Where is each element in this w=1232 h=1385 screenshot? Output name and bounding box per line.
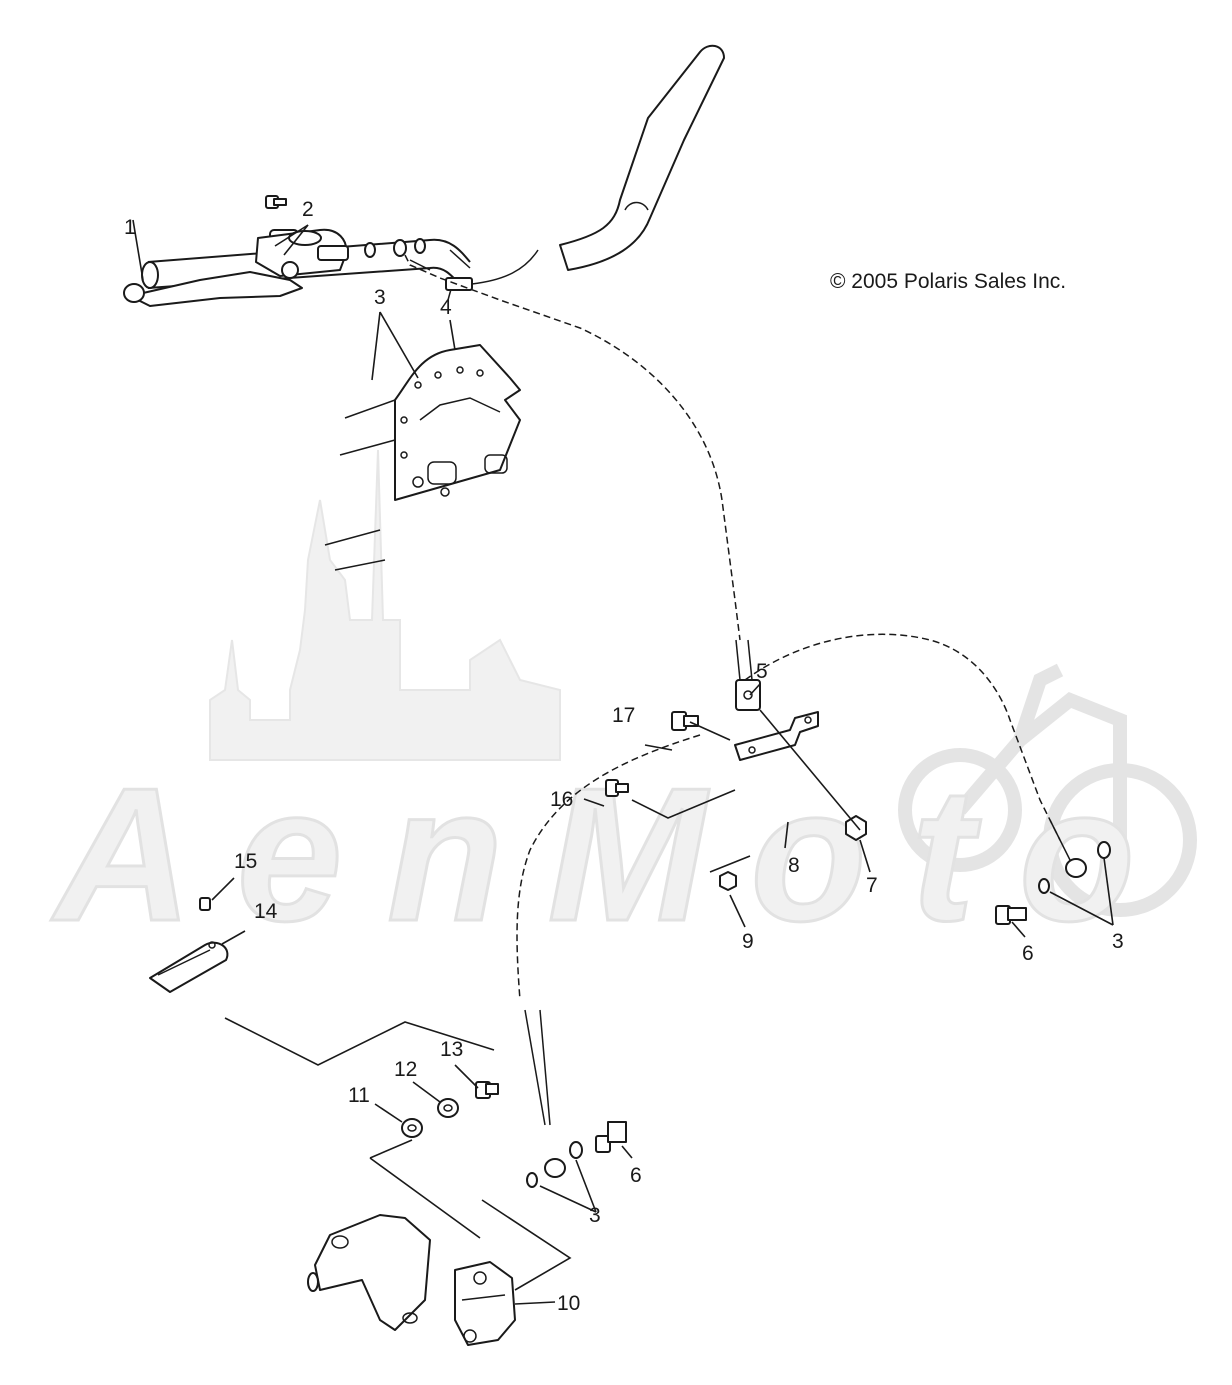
- bolt-part-6-right: [995, 905, 1027, 925]
- callout-3-right: 3: [1112, 930, 1124, 953]
- brake-line-right: [744, 633, 1061, 841]
- brake-line-left: [516, 734, 701, 1001]
- brake-line-right-fitting: [1049, 819, 1071, 861]
- callout-3-top: 3: [374, 286, 386, 309]
- callout-5: 5: [756, 660, 768, 683]
- guard-part-14: [149, 941, 229, 993]
- callout-8: 8: [788, 854, 800, 877]
- callout-1: 1: [124, 216, 136, 239]
- bracket-part-8: [734, 711, 819, 761]
- bolt-part-16: [605, 779, 629, 797]
- spacer-part-12: [437, 1098, 459, 1118]
- screw-part-15: [199, 897, 211, 911]
- bolt-part-17: [671, 711, 699, 731]
- brake-line-lower-fitting: [524, 1009, 546, 1126]
- frame-section: [324, 344, 521, 571]
- washers-part-3-lower: [526, 1141, 583, 1188]
- callout-labels: 1 2 3 4 5 17 16 8 7 9 6 3 15 14 13 12 11…: [124, 198, 1124, 1315]
- callout-12: 12: [394, 1058, 417, 1081]
- callout-6-lower: 6: [630, 1164, 642, 1187]
- bolt-part-13: [475, 1081, 499, 1099]
- handlebar: [141, 44, 725, 301]
- brake-lever-part-1: [123, 228, 349, 307]
- callout-13: 13: [440, 1038, 463, 1061]
- callout-15: 15: [234, 850, 257, 873]
- junction-block-part-5: [735, 639, 761, 711]
- bolt-part-6-lower: [595, 1121, 627, 1153]
- watermark-skyline: [209, 449, 561, 761]
- callout-leaders: [132, 219, 1114, 1305]
- washers-part-3-top: [364, 238, 426, 258]
- watermark-motorcycle: [898, 663, 1197, 917]
- nut-part-7: [845, 815, 867, 841]
- nut-part-9: [719, 871, 737, 891]
- callout-11: 11: [348, 1084, 370, 1107]
- copyright-notice: © 2005 Polaris Sales Inc.: [830, 270, 1067, 293]
- callout-7: 7: [866, 874, 878, 897]
- callout-6-right: 6: [1022, 942, 1034, 965]
- caliper-part-10: [454, 1261, 516, 1346]
- assembly-lines: [224, 709, 861, 1291]
- callout-14: 14: [254, 900, 278, 923]
- washer-part-11: [401, 1118, 423, 1138]
- brake-line-upper-edge: [409, 259, 431, 271]
- bolt-part-2: [265, 195, 287, 209]
- callout-16: 16: [550, 788, 573, 811]
- brake-line-upper: [404, 254, 741, 641]
- callout-10: 10: [557, 1292, 580, 1315]
- spindle: [307, 1214, 431, 1331]
- washers-part-3-right: [1038, 841, 1111, 894]
- callout-4: 4: [440, 296, 452, 319]
- callout-3-lower: 3: [589, 1204, 601, 1227]
- callout-17: 17: [612, 704, 635, 727]
- callout-2: 2: [302, 198, 314, 221]
- callout-9: 9: [742, 930, 754, 953]
